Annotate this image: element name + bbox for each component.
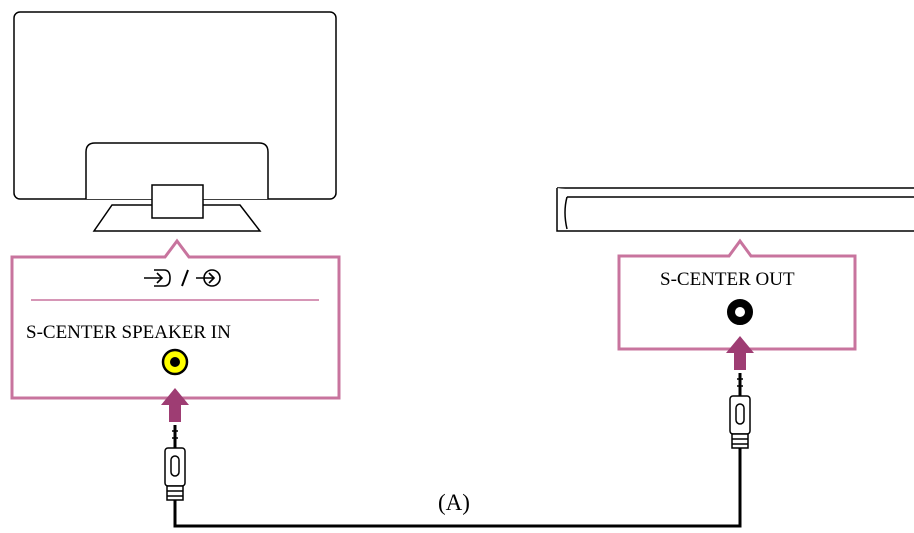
icon-separator <box>181 269 189 287</box>
left-plug-boot <box>166 485 184 501</box>
input-icon <box>144 269 171 287</box>
left-plug <box>164 425 186 501</box>
s-center-out-label: S-CENTER OUT <box>660 269 795 290</box>
tv-stand-neck <box>151 184 204 219</box>
input-icons <box>144 269 221 287</box>
soundbar-body <box>556 188 914 232</box>
tv-connect-arrow <box>161 388 189 422</box>
cable-label: (A) <box>438 490 470 515</box>
soundbar-front <box>564 196 914 230</box>
input-circle-icon <box>196 269 221 287</box>
tv-callout-box <box>10 238 341 400</box>
s-center-out-port <box>727 299 753 325</box>
right-plug <box>729 373 751 449</box>
tv-callout <box>10 238 341 400</box>
soundbar-callout <box>617 238 857 351</box>
connecting-cable <box>173 448 742 528</box>
right-plug-boot <box>731 433 749 449</box>
s-center-speaker-in-label: S-CENTER SPEAKER IN <box>26 322 231 343</box>
soundbar-connect-arrow <box>726 336 754 370</box>
soundbar <box>556 187 914 232</box>
s-center-speaker-in-port <box>161 348 189 376</box>
tv-back-panel <box>85 142 269 199</box>
tv <box>13 11 337 232</box>
soundbar-callout-box <box>617 238 857 351</box>
